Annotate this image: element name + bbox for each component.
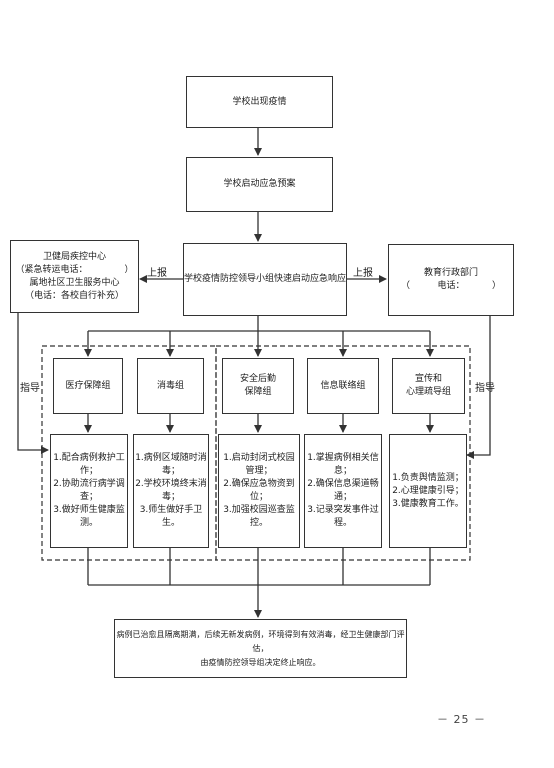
page-number: － 25 － — [437, 713, 486, 726]
disinfect-task-2: 2.学校环境终末消毒； — [135, 479, 207, 502]
node-medical-team: 医疗保障组 — [53, 358, 123, 414]
node-disinfect-tasks: 1.病例区域随时消毒； 2.学校环境终末消毒； 3.师生做好手卫生。 — [133, 434, 209, 548]
termination-line-2: 由疫情防控领导组决定终止响应。 — [200, 657, 321, 667]
edu-line-2b: 电话： — [437, 281, 465, 291]
node-emergency-plan-label: 学校启动应急预案 — [223, 179, 296, 189]
edu-line-1: 教育行政部门 — [423, 268, 478, 278]
disinfect-task-3: 3.师生做好手卫生。 — [139, 505, 203, 528]
node-publicity-team: 宣传和 心理疏导组 — [392, 358, 465, 414]
label-report-left: 上报 — [147, 268, 167, 279]
label-guide-right: 指导 — [475, 383, 495, 394]
node-security-team: 安全后勤 保障组 — [222, 358, 294, 414]
node-disinfect-team: 消毒组 — [137, 358, 204, 414]
security-team-label-2: 保障组 — [244, 387, 272, 397]
info-task-3: 3.记录突发事件过程。 — [307, 505, 379, 528]
node-leadership-group-label: 学校疫情防控领导小组快速启动应急响应 — [184, 274, 347, 284]
node-health-bureau: 卫健局疾控中心 （紧急转运电话： ） 属地社区卫生服务中心 （电话：各校自行补充… — [10, 240, 139, 313]
security-team-label-1: 安全后勤 — [239, 374, 276, 384]
node-medical-tasks: 1.配合病例救护工作； 2.协助流行病学调查； 3.做好师生健康监测。 — [50, 434, 128, 548]
security-task-2: 2.确保应急物资到位； — [223, 479, 295, 502]
node-termination: 病例已治愈且隔离期满，后续无新发病例，环境得到有效消毒，经卫生健康部门评估， 由… — [114, 619, 407, 678]
disinfect-team-label: 消毒组 — [156, 380, 184, 391]
termination-line-1: 病例已治愈且隔离期满，后续无新发病例，环境得到有效消毒，经卫生健康部门评估， — [116, 629, 405, 653]
health-line-2b: ） — [124, 264, 134, 275]
edu-line-2c: ） — [491, 281, 501, 291]
publicity-team-label-2: 心理疏导组 — [405, 387, 451, 397]
label-report-right: 上报 — [353, 268, 373, 279]
node-emergency-plan: 学校启动应急预案 — [186, 157, 333, 212]
edu-line-2: （ — [401, 281, 411, 291]
health-line-3: 属地社区卫生服务中心 — [29, 277, 120, 288]
info-task-2: 2.确保信息渠道畅通； — [307, 479, 379, 502]
node-leadership-group: 学校疫情防控领导小组快速启动应急响应 — [183, 243, 347, 316]
node-school-outbreak-label: 学校出现疫情 — [232, 96, 287, 107]
publicity-team-label-1: 宣传和 — [414, 374, 442, 384]
node-security-tasks: 1.启动封闭式校园管理； 2.确保应急物资到位； 3.加强校园巡查监控。 — [218, 434, 300, 548]
medical-task-3: 3.做好师生健康监测。 — [53, 505, 125, 528]
info-team-label: 信息联络组 — [320, 380, 366, 391]
publicity-task-3: 3.健康教育工作。 — [392, 498, 464, 509]
publicity-task-1: 1.负责舆情监测； — [392, 472, 464, 483]
info-task-1: 1.掌握病例相关信息； — [307, 453, 379, 476]
medical-team-label: 医疗保障组 — [65, 380, 111, 391]
medical-task-1: 1.配合病例救护工作； — [53, 453, 125, 476]
health-line-1: 卫健局疾控中心 — [42, 251, 106, 262]
node-info-team: 信息联络组 — [307, 358, 379, 414]
node-info-tasks: 1.掌握病例相关信息； 2.确保信息渠道畅通； 3.记录突发事件过程。 — [304, 434, 382, 548]
edge-guide-right — [466, 316, 491, 459]
edge-guide-left — [17, 313, 49, 454]
medical-task-2: 2.协助流行病学调查； — [53, 479, 125, 502]
node-education-dept: 教育行政部门 （ 电话： ） — [388, 244, 514, 316]
publicity-task-2: 2.心理健康引导； — [392, 485, 464, 496]
security-task-3: 3.加强校园巡查监控。 — [223, 505, 295, 528]
node-school-outbreak: 学校出现疫情 — [186, 76, 333, 128]
security-task-1: 1.启动封闭式校园管理； — [223, 453, 295, 476]
disinfect-task-1: 1.病例区域随时消毒； — [135, 453, 207, 476]
health-line-2: （紧急转运电话： — [15, 264, 88, 275]
label-guide-left: 指导 — [20, 383, 40, 394]
dashed-group-support — [215, 345, 471, 561]
health-line-4: （电话：各校自行补充） — [24, 290, 124, 301]
node-publicity-tasks: 1.负责舆情监测； 2.心理健康引导； 3.健康教育工作。 — [389, 434, 467, 548]
